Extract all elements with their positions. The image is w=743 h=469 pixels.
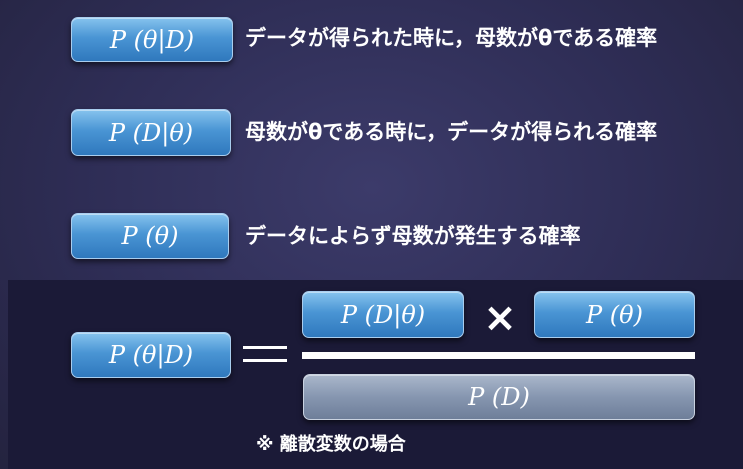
formula-evidence-pill: P (D): [303, 374, 695, 420]
formula-likelihood-pill: P (D|θ): [302, 291, 464, 338]
posterior-description: データが得られた時に，母数がθである確率: [245, 26, 658, 50]
times-sign: ×: [483, 295, 517, 341]
term-likelihood-pill: P (D|θ): [71, 109, 231, 156]
formula-lhs-pill: P (θ|D): [71, 332, 231, 378]
term-posterior-pill: P (θ|D): [71, 17, 233, 62]
prior-description: データによらず母数が発生する確率: [245, 224, 581, 248]
fraction-bar: [302, 352, 695, 359]
formula-prior-pill: P (θ): [534, 291, 695, 338]
term-prior-pill: P (θ): [71, 213, 229, 259]
discrete-variable-note: ※ 離散変数の場合: [256, 434, 406, 455]
likelihood-description: 母数がθである時に，データが得られる確率: [245, 120, 658, 144]
